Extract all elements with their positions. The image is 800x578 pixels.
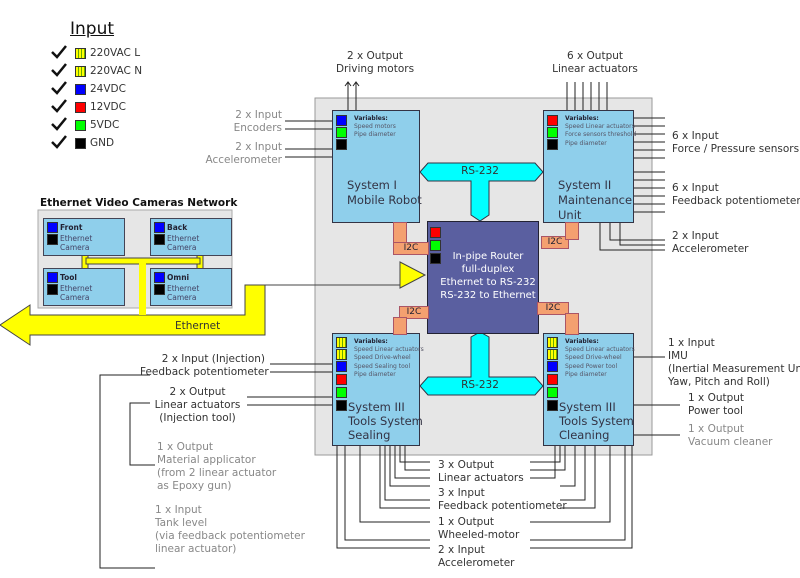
- i2c-label: I2C: [537, 302, 569, 315]
- camera-desc: Ethernet Camera: [60, 284, 93, 302]
- i2c-link: [393, 317, 407, 335]
- legend-swatch: [75, 120, 86, 131]
- legend-swatch: [75, 84, 86, 95]
- camera-desc: Ethernet Camera: [167, 284, 200, 302]
- legend-label: 220VAC L: [90, 47, 141, 59]
- i2c-link: [565, 313, 579, 335]
- legend-label: 220VAC N: [90, 65, 143, 77]
- io-injection-feedback: 2 x Input (Injection)Feedback potentiome…: [140, 353, 269, 378]
- i2c-link: [565, 222, 579, 240]
- i2c-label: I2C: [393, 242, 429, 255]
- camera-desc: Ethernet Camera: [167, 234, 200, 252]
- rs232-label-top: RS-232: [461, 165, 499, 177]
- rs232-bus-bottom: [419, 331, 544, 396]
- camera-name: Omni: [167, 273, 190, 282]
- legend-swatch: [75, 138, 86, 149]
- i2c-label: I2C: [541, 236, 569, 249]
- legend-title: Input: [70, 19, 115, 39]
- camera-name: Tool: [60, 273, 77, 282]
- check-icons: [51, 45, 67, 149]
- legend-swatch: [75, 66, 86, 77]
- camera-name: Back: [167, 223, 188, 232]
- legend-label: GND: [90, 137, 115, 149]
- ethernet-label: Ethernet: [175, 320, 221, 332]
- legend-label: 12VDC: [90, 101, 126, 113]
- camera-desc: Ethernet Camera: [60, 234, 93, 252]
- rs232-label-bottom: RS-232: [461, 379, 499, 391]
- i2c-link: [393, 222, 407, 244]
- camera-network-title: Ethernet Video Cameras Network: [40, 197, 238, 209]
- legend-label: 5VDC: [90, 119, 120, 131]
- legend-swatch: [75, 48, 86, 59]
- legend-swatch: [75, 102, 86, 113]
- rs232-bus-top: [419, 162, 544, 222]
- legend-label: 24VDC: [90, 83, 126, 95]
- ethernet-arrow: [0, 261, 427, 346]
- camera-name: Front: [60, 223, 83, 232]
- i2c-label: I2C: [399, 306, 429, 319]
